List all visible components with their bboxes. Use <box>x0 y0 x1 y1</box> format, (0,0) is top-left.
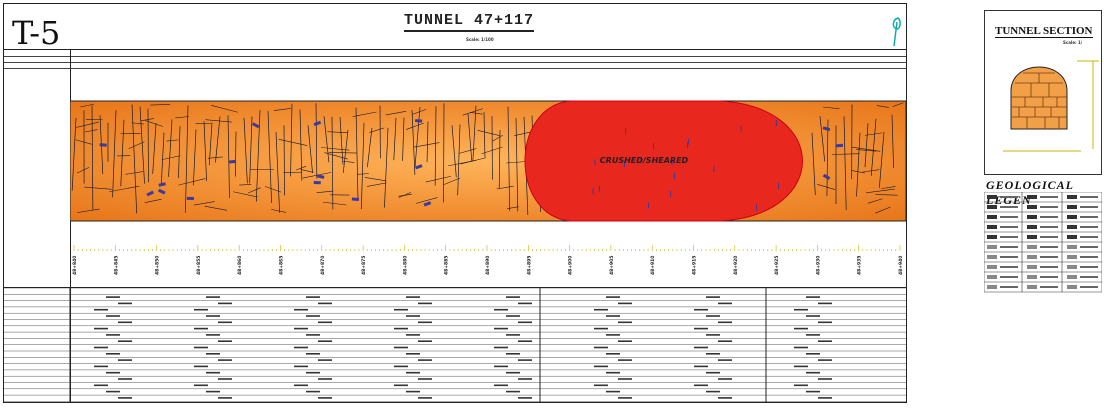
data-table <box>4 287 906 403</box>
station-label: 48+880 <box>402 256 408 275</box>
legend-title: GEOLOGICAL LEGEN <box>986 178 1074 207</box>
geological-profile: CRUSHED/SHEARED 48+840 48+845 48+850 48+855… <box>70 100 906 275</box>
tunnel-section-panel: TUNNEL SECTION Scale: 1/ <box>984 10 1102 175</box>
joint-pattern <box>71 102 904 216</box>
crushed-zone <box>524 100 803 222</box>
station-label: 48+850 <box>155 256 161 275</box>
drawing-title: TUNNEL 47+117 <box>404 12 535 32</box>
station-label: 48+875 <box>361 256 367 275</box>
station-label: 48+890 <box>485 256 491 275</box>
geological-legend <box>983 191 1103 302</box>
station-label: 48+895 <box>526 256 532 275</box>
section-drawing <box>1003 60 1099 152</box>
north-arrow-icon <box>892 17 901 47</box>
drawing-scale: Scale: 1/100 <box>466 37 494 42</box>
section-title: TUNNEL SECTION <box>995 25 1093 38</box>
header-strip <box>4 49 906 78</box>
station-label: 48+940 <box>898 256 904 275</box>
station-label: 48+900 <box>568 256 574 275</box>
station-label: 48+840 <box>72 256 78 275</box>
station-label: 48+930 <box>815 256 821 275</box>
drawing-sheet: T-5 TUNNEL 47+117 Scale: 1/100 CRUSHED/S… <box>3 3 907 403</box>
station-label: 48+905 <box>609 256 615 275</box>
crushed-zone-label: CRUSHED/SHEARED <box>600 156 689 165</box>
station-label: 48+935 <box>857 256 863 275</box>
station-label: 48+925 <box>774 256 780 275</box>
legend-grid <box>983 191 1103 293</box>
left-label-column <box>4 49 71 402</box>
station-label: 48+860 <box>237 256 243 275</box>
station-label: 48+845 <box>113 256 119 275</box>
station-label: 48+920 <box>733 256 739 275</box>
tunnel-tag: T-5 <box>12 14 61 52</box>
station-label: 48+885 <box>444 256 450 275</box>
station-label: 48+910 <box>650 256 656 275</box>
station-ticks <box>73 245 901 251</box>
station-label: 48+915 <box>692 256 698 275</box>
section-scale: Scale: 1/ <box>1063 40 1083 45</box>
station-label: 48+865 <box>279 256 285 275</box>
station-label: 48+870 <box>320 256 326 275</box>
station-labels: 48+840 48+845 48+850 48+855 48+860 48+865 48+8… <box>72 256 904 275</box>
zone-markers <box>592 120 780 211</box>
station-label: 48+855 <box>196 256 202 275</box>
table-grid <box>4 287 906 403</box>
